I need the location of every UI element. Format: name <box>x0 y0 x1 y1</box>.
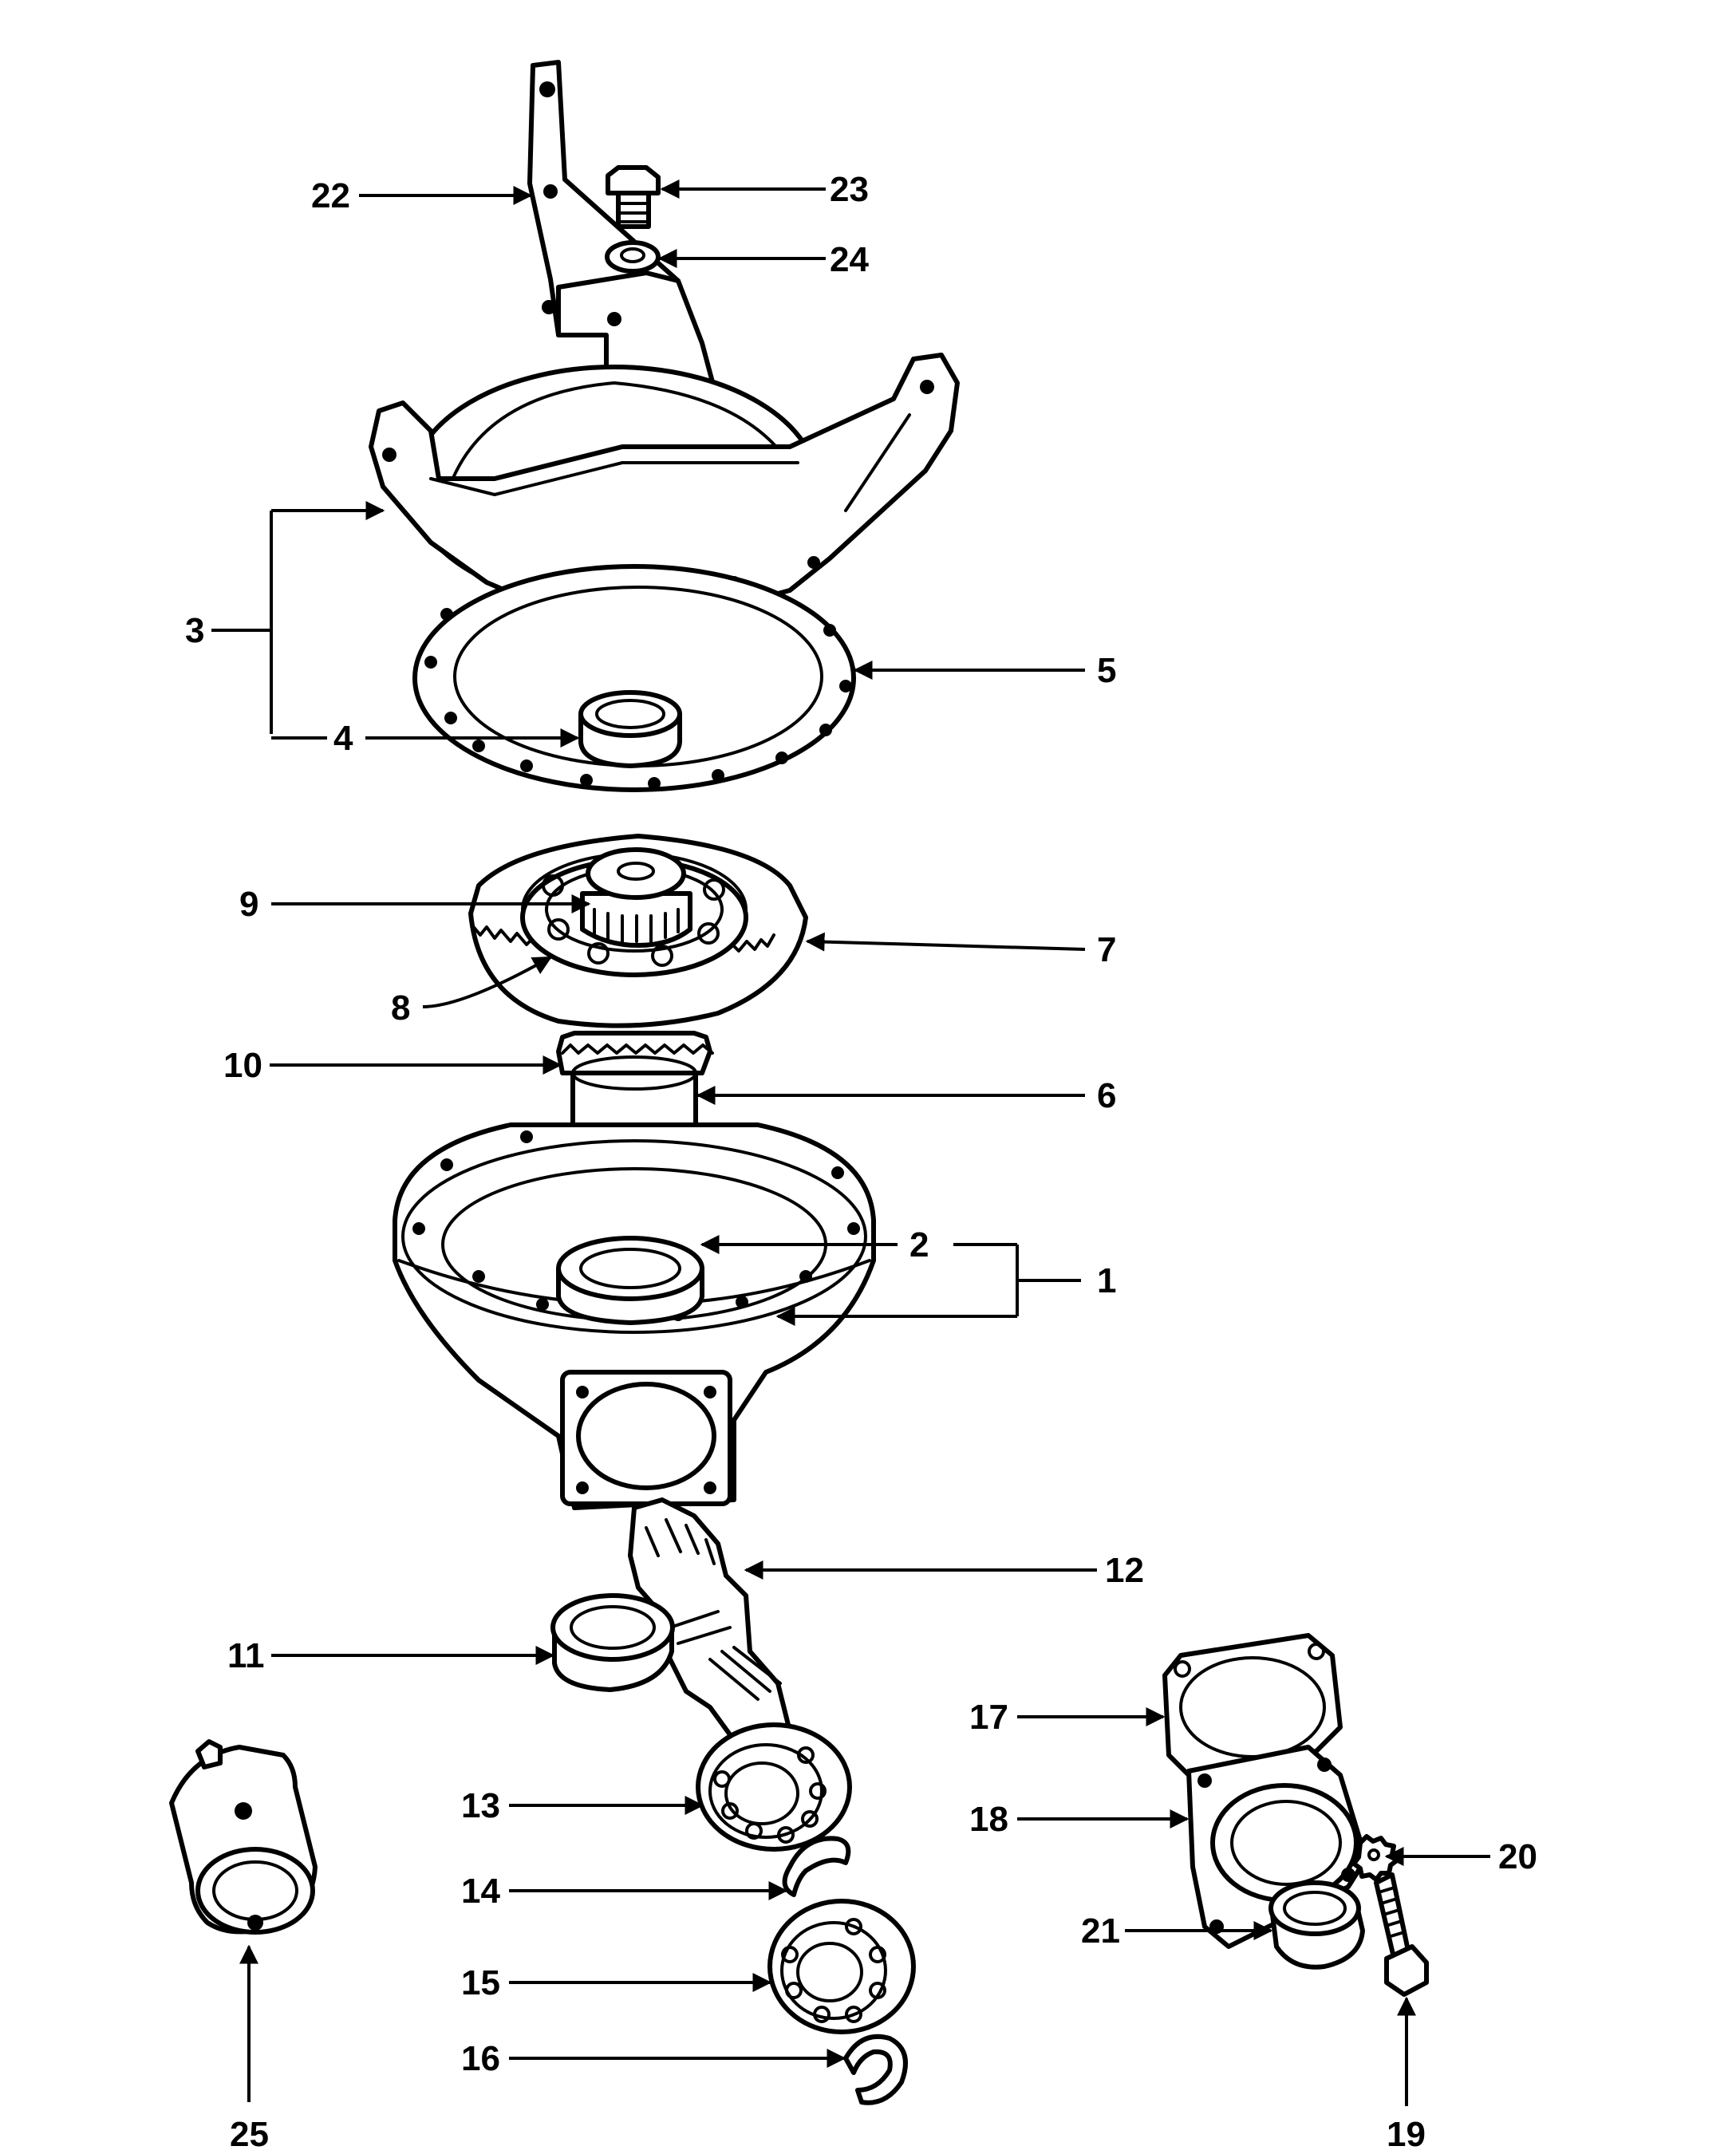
callout-16: 16 <box>461 2039 500 2078</box>
bearing-cup-part-4 <box>578 690 682 768</box>
callout-7: 7 <box>1097 930 1116 969</box>
ball-bearing-part-15 <box>767 1899 916 2034</box>
bearing-cup-part-2 <box>556 1236 704 1325</box>
callout-14: 14 <box>461 1872 500 1911</box>
callout-2: 2 <box>909 1225 929 1264</box>
callout-3: 3 <box>185 611 204 650</box>
top-cover-part-3 <box>369 353 960 623</box>
callout-11: 11 <box>227 1636 265 1675</box>
callout-labels: 22 23 24 3 5 4 9 7 8 10 6 2 1 12 11 17 1… <box>185 170 1537 2154</box>
callout-22: 22 <box>311 176 350 215</box>
callout-20: 20 <box>1498 1837 1537 1876</box>
callout-15: 15 <box>461 1963 500 2002</box>
callout-19: 19 <box>1387 2115 1426 2154</box>
callout-5: 5 <box>1097 651 1116 690</box>
callout-9: 9 <box>239 885 258 924</box>
callout-1: 1 <box>1097 1261 1116 1300</box>
callout-6: 6 <box>1097 1076 1116 1115</box>
leader-lines <box>211 180 1490 2106</box>
callout-25: 25 <box>230 2115 269 2154</box>
oil-seal-part-11 <box>550 1593 675 1692</box>
callout-18: 18 <box>969 1800 1008 1839</box>
callout-8: 8 <box>391 988 410 1028</box>
carrier-bearing-part-9 <box>580 847 692 948</box>
sleeve-part-25 <box>169 1739 318 1935</box>
lock-washer-part-24 <box>605 240 661 274</box>
callout-12: 12 <box>1105 1551 1144 1590</box>
callout-4: 4 <box>333 719 353 758</box>
bolt-part-23 <box>606 165 661 229</box>
callout-23: 23 <box>830 170 869 209</box>
ball-bearing-part-13 <box>696 1722 852 1852</box>
snap-ring-part-14 <box>782 1836 851 1897</box>
callout-10: 10 <box>223 1046 262 1085</box>
callout-13: 13 <box>461 1786 500 1825</box>
callout-21: 21 <box>1081 1911 1120 1951</box>
oil-seal-part-21 <box>1268 1880 1365 1970</box>
cap-screw-part-19 <box>1374 1872 1429 1997</box>
callout-17: 17 <box>969 1698 1008 1737</box>
callout-24: 24 <box>830 240 869 279</box>
snap-ring-part-16 <box>843 2034 908 2105</box>
